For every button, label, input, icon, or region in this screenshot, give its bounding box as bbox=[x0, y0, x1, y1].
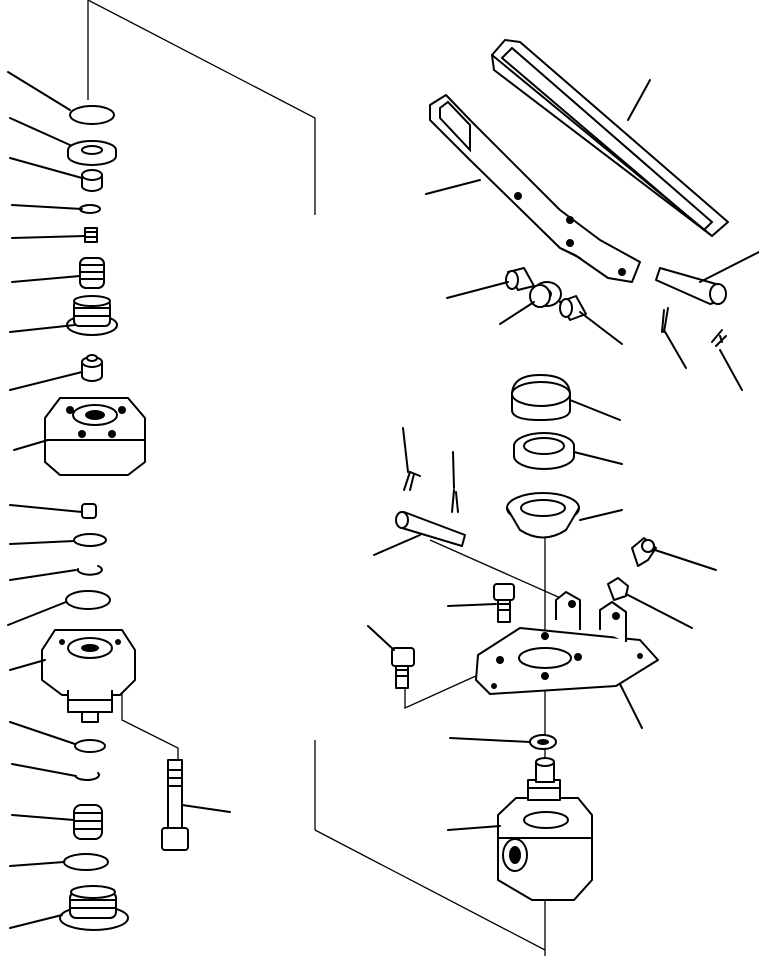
bushing-right bbox=[559, 295, 587, 321]
right-assembly bbox=[391, 39, 729, 901]
bottom-cap bbox=[59, 885, 129, 931]
small-pin bbox=[84, 227, 98, 243]
o-ring-top bbox=[69, 105, 115, 125]
bolt-left bbox=[391, 647, 415, 689]
lock-washer-lower bbox=[74, 739, 106, 753]
pedal-valve-body bbox=[497, 757, 593, 901]
cotter-pin-2 bbox=[711, 329, 727, 347]
right-leader-lines bbox=[367, 79, 759, 831]
clevis-pin bbox=[395, 511, 466, 547]
left-leader-lines bbox=[7, 71, 231, 929]
left-parts-stack bbox=[41, 105, 189, 931]
bolt-upper bbox=[493, 583, 515, 623]
snap-ring-lower bbox=[75, 772, 100, 781]
cotter-pin-3 bbox=[403, 470, 421, 491]
pedal-rubber-pad bbox=[491, 39, 729, 237]
boot-cap bbox=[511, 374, 571, 421]
rubber-boot bbox=[506, 492, 580, 539]
valve-body-upper bbox=[44, 397, 146, 476]
mounting-bracket bbox=[475, 591, 659, 695]
grease-fitting bbox=[631, 537, 657, 567]
valve-body-lower bbox=[41, 629, 136, 723]
plug bbox=[81, 169, 103, 192]
roller bbox=[529, 281, 562, 308]
plug-lower bbox=[81, 503, 97, 519]
spring-upper bbox=[79, 257, 105, 289]
o-ring-bottom bbox=[63, 853, 109, 871]
pedal-arm bbox=[429, 94, 641, 283]
seal-washer bbox=[67, 140, 117, 166]
long-bolt bbox=[161, 759, 189, 851]
cotter-pin-1 bbox=[661, 307, 669, 333]
spring-retainer bbox=[66, 295, 118, 336]
guide-bushing bbox=[529, 734, 557, 750]
lock-washer bbox=[73, 533, 107, 547]
cotter-pin-4 bbox=[451, 489, 459, 513]
bushing-left bbox=[505, 267, 535, 291]
hex-nut bbox=[607, 577, 629, 601]
seal-ring bbox=[513, 432, 575, 470]
o-ring-middle bbox=[65, 590, 111, 610]
pivot-pin bbox=[655, 267, 727, 305]
snap-ring-middle bbox=[76, 565, 103, 576]
spring-lower bbox=[73, 804, 103, 840]
adjust-nut bbox=[81, 354, 103, 382]
